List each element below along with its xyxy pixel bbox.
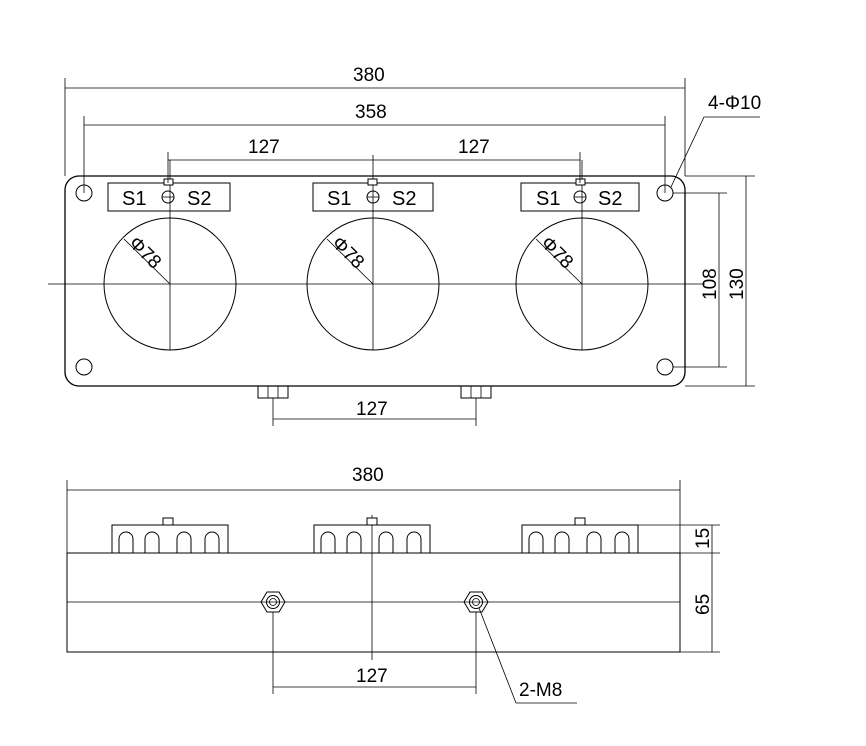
dim-vertical-side: 15 65 bbox=[638, 524, 720, 653]
dim-text-108: 108 bbox=[700, 268, 721, 300]
dim-overall-width-front: 380 bbox=[64, 65, 686, 176]
window-diameter-label: Φ78 bbox=[124, 233, 165, 274]
dim-bottom-bolt-spacing: 127 bbox=[272, 398, 477, 426]
dim-text-380-side: 380 bbox=[352, 465, 384, 486]
bottom-bolt-right bbox=[460, 385, 492, 399]
side-terminal-block-3 bbox=[521, 517, 639, 554]
side-terminal-block-1 bbox=[111, 517, 229, 554]
terminal-label-s2: S2 bbox=[598, 188, 622, 210]
side-hex-nut-left bbox=[260, 591, 286, 613]
terminal-label-s2: S2 bbox=[392, 188, 416, 210]
front-plate-outline bbox=[64, 175, 686, 387]
dim-text-127-side: 127 bbox=[356, 666, 388, 687]
dim-overall-width-side: 380 bbox=[66, 465, 681, 553]
window-diameter-label: Φ78 bbox=[536, 233, 577, 274]
terminal-label-s2: S2 bbox=[187, 188, 211, 210]
side-hex-nut-right bbox=[463, 591, 489, 613]
ct-window-3: S1 S2 Φ78 bbox=[515, 160, 649, 351]
hole-callout-leader: 4-Φ10 bbox=[670, 93, 761, 188]
terminal-label-s1: S1 bbox=[122, 188, 146, 210]
side-view: 380 15 65 127 2-M8 bbox=[66, 465, 720, 704]
terminal-label-s1: S1 bbox=[327, 188, 351, 210]
dim-text-380: 380 bbox=[353, 65, 385, 86]
hole-callout-text: 4-Φ10 bbox=[708, 93, 761, 114]
front-view: S1 S2 Φ78 S1 S2 Φ78 S1 S2 bbox=[48, 65, 761, 426]
dim-side-bolt-spacing: 127 bbox=[272, 612, 477, 694]
ct-window-2: S1 S2 Φ78 bbox=[306, 155, 440, 351]
dim-window-pitch: 127 127 bbox=[167, 137, 581, 183]
ct-window-1: S1 S2 Φ78 bbox=[103, 160, 237, 351]
mounting-hole-bottom-left bbox=[75, 358, 93, 376]
dim-text-127-left: 127 bbox=[248, 137, 280, 158]
dim-text-130: 130 bbox=[727, 268, 748, 300]
terminal-label-s1: S1 bbox=[536, 188, 560, 210]
mounting-hole-bottom-right bbox=[656, 358, 674, 376]
dim-text-358: 358 bbox=[355, 102, 387, 123]
dim-vertical-front: 108 130 bbox=[673, 175, 755, 387]
bottom-bolt-left bbox=[257, 385, 289, 399]
dim-text-65: 65 bbox=[693, 594, 714, 615]
side-terminal-block-2 bbox=[313, 517, 431, 554]
side-body-outline bbox=[66, 552, 681, 653]
bolt-callout-leader: 2-M8 bbox=[478, 607, 577, 704]
dim-text-15: 15 bbox=[693, 528, 714, 549]
dim-hole-spacing: 358 bbox=[83, 102, 666, 193]
dim-text-127-right: 127 bbox=[458, 137, 490, 158]
bolt-callout-text: 2-M8 bbox=[519, 680, 562, 701]
dim-text-127-bottom: 127 bbox=[356, 399, 388, 420]
window-diameter-label: Φ78 bbox=[327, 233, 368, 274]
